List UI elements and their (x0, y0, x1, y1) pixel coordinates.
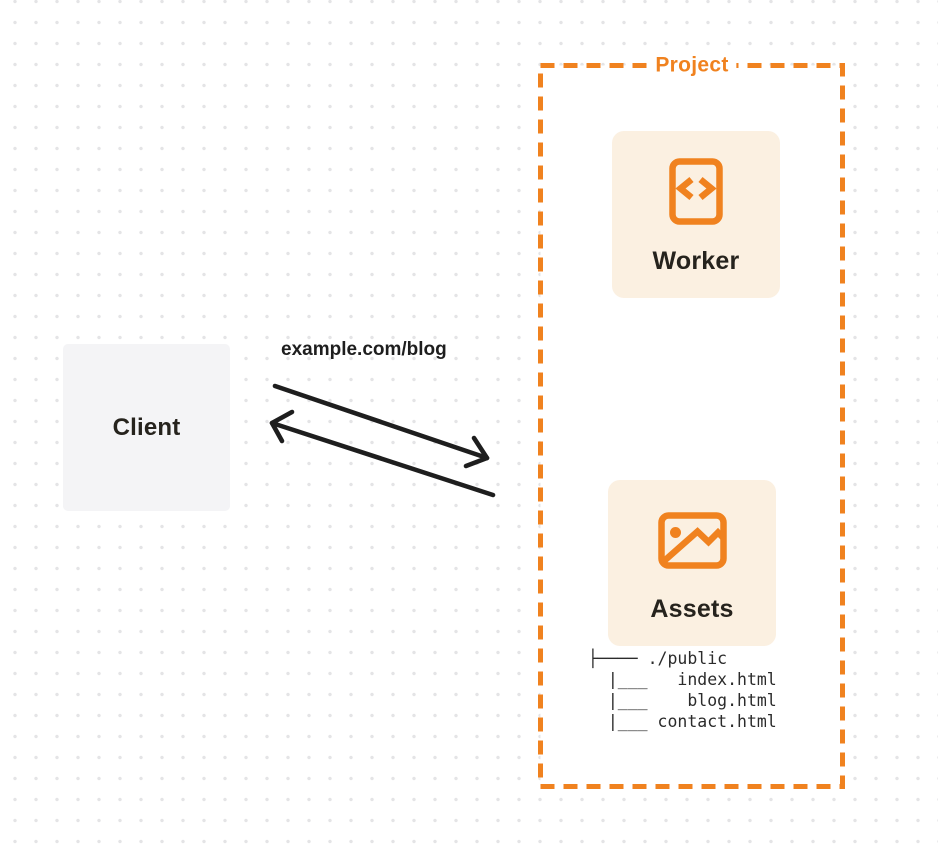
code-document-icon (669, 158, 723, 225)
client-node: Client (63, 344, 230, 511)
assets-file-tree: ├──── ./public |___ index.html |___ blog… (588, 649, 777, 731)
request-arrow (272, 383, 490, 469)
assets-node: Assets (608, 480, 776, 646)
worker-label: Worker (652, 247, 740, 275)
worker-node: Worker (612, 131, 780, 298)
request-url-label: example.com/blog (281, 339, 447, 360)
client-label: Client (112, 413, 181, 441)
assets-label: Assets (650, 595, 734, 623)
image-icon (657, 512, 727, 569)
response-arrow (269, 409, 496, 498)
project-label: Project (647, 52, 737, 78)
